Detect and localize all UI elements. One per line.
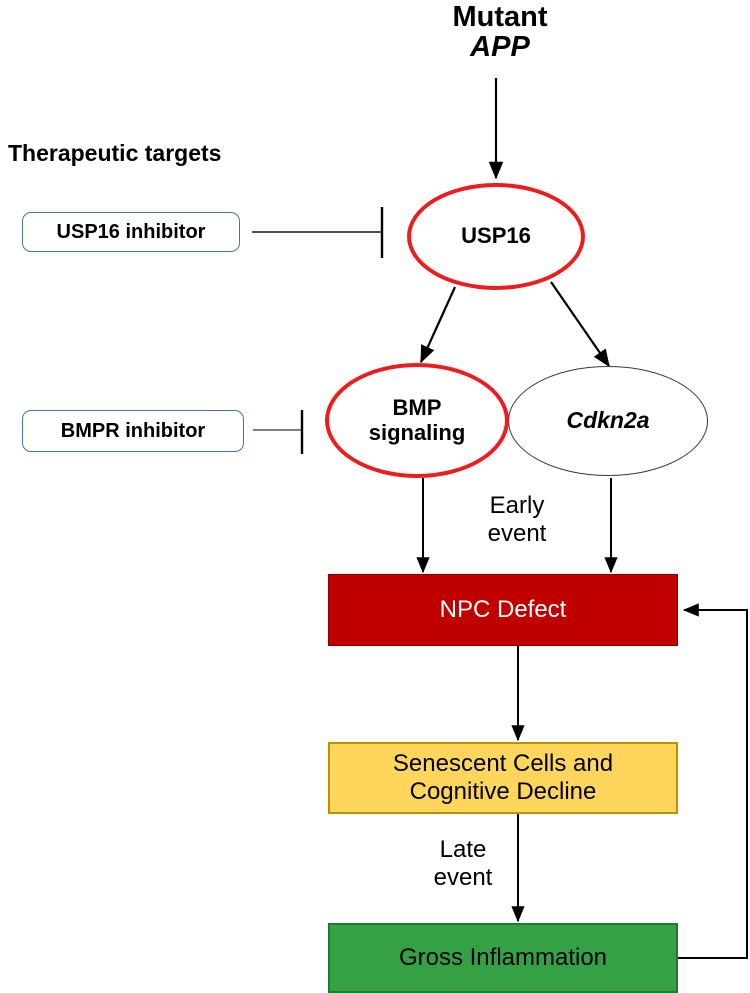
node-usp16[interactable]: USP16 <box>407 183 585 290</box>
node-gross-inflammation-label: Gross Inflammation <box>398 944 608 972</box>
node-gross-inflammation[interactable]: Gross Inflammation <box>328 923 678 993</box>
edge-label-late-event: Late event <box>408 836 518 893</box>
node-senescent-cells-cognitive-decline[interactable]: Senescent Cells and Cognitive Decline <box>328 742 678 814</box>
node-cdkn2a-label: Cdkn2a <box>566 407 650 434</box>
therapeutic-target-label: USP16 inhibitor <box>56 220 206 243</box>
edge-label-early-line1: Early <box>489 492 545 519</box>
arrow-inflammation-feedback-to-npc <box>678 603 748 959</box>
therapeutic-target-bmpr-inhibitor[interactable]: BMPR inhibitor <box>22 410 244 452</box>
page-title-mutant: Mutant <box>452 1 548 33</box>
page-title-app: APP <box>470 31 530 63</box>
node-bmp-signaling-label: BMP signaling <box>368 394 466 445</box>
node-npc-defect-label: NPC Defect <box>439 596 567 624</box>
node-senescent-label-line1: Senescent Cells and <box>392 750 614 778</box>
node-bmp-signaling-label-line2: signaling <box>368 419 466 445</box>
node-cdkn2a[interactable]: Cdkn2a <box>508 366 708 476</box>
edge-label-early-line2: event <box>487 520 547 548</box>
section-label-therapeutic-targets: Therapeutic targets <box>8 140 222 166</box>
edge-label-early-event: Early event <box>462 492 572 549</box>
therapeutic-target-label: BMPR inhibitor <box>60 419 206 442</box>
therapeutic-target-usp16-inhibitor[interactable]: USP16 inhibitor <box>22 212 240 252</box>
edge-label-late-line1: Late <box>439 836 487 863</box>
edge-label-late-line2: event <box>433 864 493 892</box>
node-npc-defect[interactable]: NPC Defect <box>328 574 678 646</box>
node-senescent-label-line2: Cognitive Decline <box>409 778 597 805</box>
arrow-usp16-to-bmp <box>419 286 457 364</box>
node-bmp-signaling-label-line1: BMP <box>392 394 442 420</box>
node-usp16-label: USP16 <box>461 223 531 249</box>
node-bmp-signaling[interactable]: BMP signaling <box>325 363 509 478</box>
node-senescent-label: Senescent Cells and Cognitive Decline <box>393 750 613 805</box>
arrow-usp16-to-cdkn2a <box>550 281 610 368</box>
